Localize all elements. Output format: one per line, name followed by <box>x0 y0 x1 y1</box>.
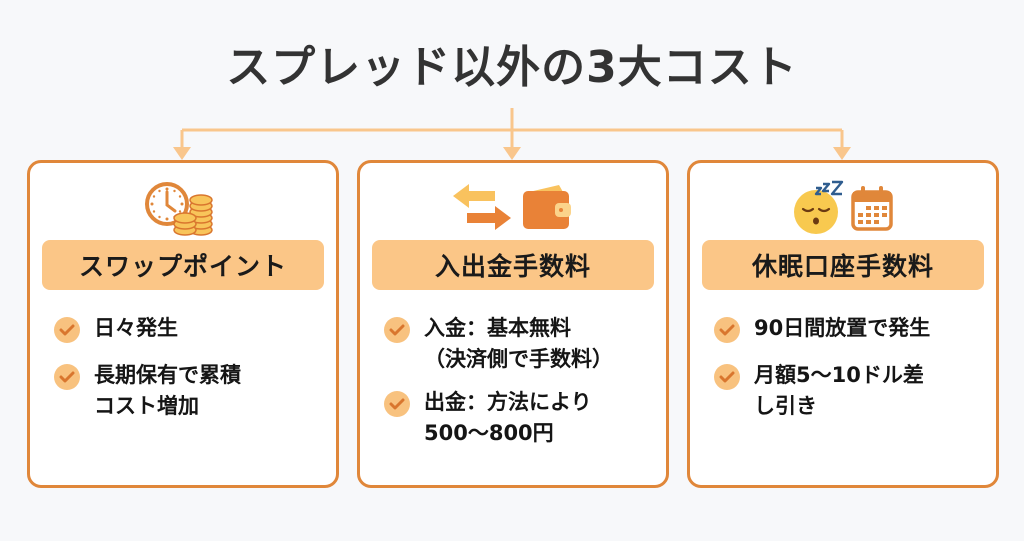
card-icons <box>690 177 996 239</box>
sleeping-face-icon <box>794 180 844 234</box>
check-circle-icon <box>714 317 740 343</box>
card-item-list: 90日間放置で発生 月額5〜10ドル差し引き <box>714 313 982 438</box>
cost-card-swap-points: スワップポイント 日々発生 長期保有で累積コスト増加 <box>27 160 339 488</box>
arrow-down-icon <box>173 147 191 160</box>
arrow-down-icon <box>503 147 521 160</box>
transfer-arrows-icon <box>453 184 511 230</box>
clock-icon <box>145 182 213 236</box>
check-circle-icon <box>714 364 740 390</box>
check-circle-icon <box>384 391 410 417</box>
list-item: 長期保有で累積コスト増加 <box>54 360 322 422</box>
list-item: 入金：基本無料（決済側で手数料） <box>384 313 652 375</box>
wallet-icon <box>523 185 571 229</box>
check-circle-icon <box>384 317 410 343</box>
card-heading: 入出金手数料 <box>372 240 654 290</box>
card-icons <box>30 177 336 239</box>
check-circle-icon <box>54 364 80 390</box>
list-item: 月額5〜10ドル差し引き <box>714 360 982 422</box>
cost-card-dormant-account-fees: 休眠口座手数料 90日間放置で発生 月額5〜10ドル差し引き <box>687 160 999 488</box>
diagram-title: スプレッド以外の3大コスト <box>226 42 798 93</box>
list-item: 90日間放置で発生 <box>714 313 982 344</box>
card-icons <box>360 177 666 239</box>
card-item-list: 日々発生 長期保有で累積コスト増加 <box>54 313 322 438</box>
check-circle-icon <box>54 317 80 343</box>
card-heading: スワップポイント <box>42 240 324 290</box>
arrow-down-icon <box>833 147 851 160</box>
card-heading: 休眠口座手数料 <box>702 240 984 290</box>
calendar-icon <box>851 186 893 231</box>
list-item: 日々発生 <box>54 313 322 344</box>
